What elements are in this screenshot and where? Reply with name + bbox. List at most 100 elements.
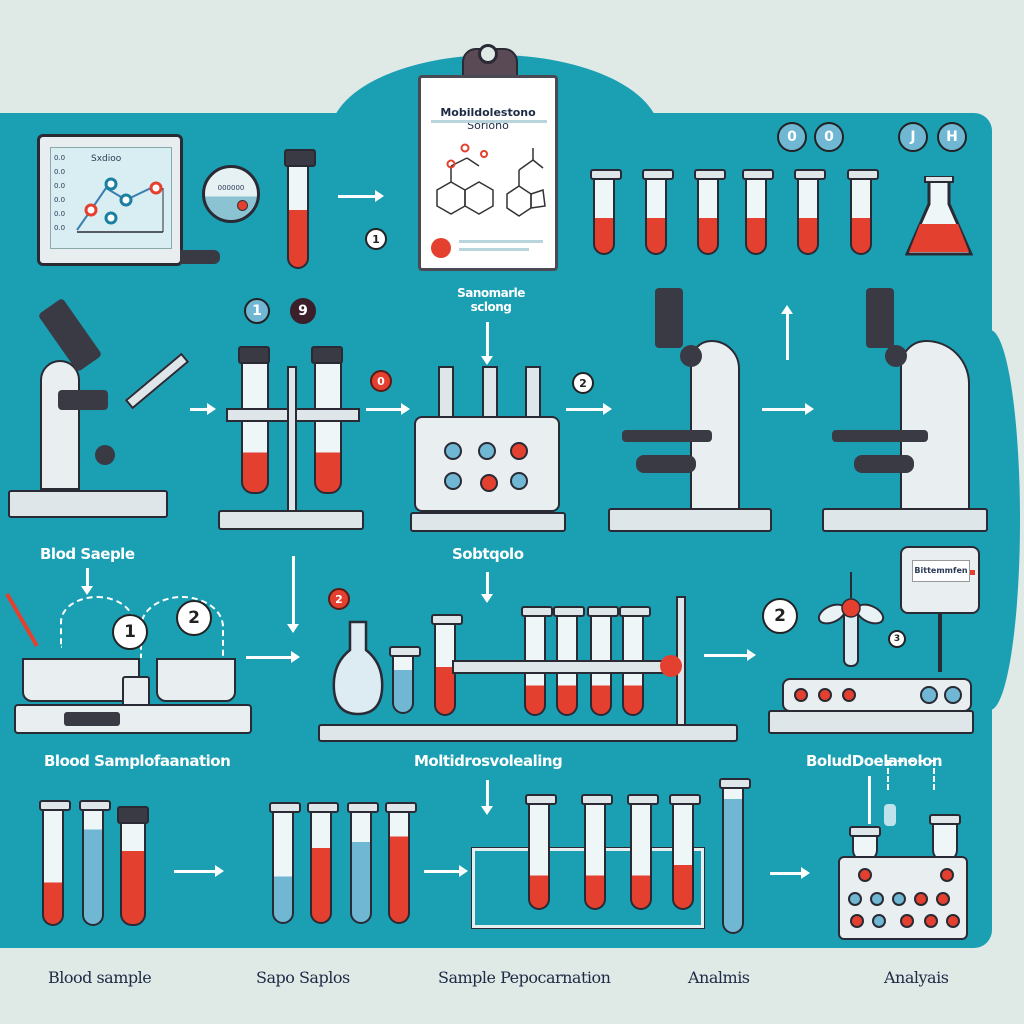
microscope-eyepiece-icon (866, 288, 894, 348)
erlenmeyer-flask-icon (905, 176, 973, 256)
microscope-arm (690, 340, 740, 510)
blood-tube (669, 794, 701, 910)
footer-label-sample-steps: Sapo Saplos (256, 968, 350, 987)
sample-tube (347, 802, 379, 924)
pipette-line (868, 776, 871, 824)
microscope-knob-icon (95, 445, 115, 465)
axis-label: 0.0 (54, 154, 66, 162)
clipboard-title: Mobildolestono Sorlono (421, 106, 555, 132)
microscope-eyepiece-icon (655, 288, 683, 348)
top-indicator-badge: 0 (777, 122, 807, 152)
arrow-right-icon (190, 403, 216, 415)
step-badge: 1 (365, 228, 387, 250)
alert-icon (431, 238, 451, 258)
sample-well (444, 442, 462, 460)
sample-dot (924, 914, 938, 928)
monitor-screen: Sxdioo 0.0 0.0 0.0 0.0 0.0 0.0 (50, 147, 172, 249)
sample-well (480, 474, 498, 492)
monitor-stand (180, 250, 220, 264)
block-base (410, 512, 566, 532)
sample-label: Sobtqolo (452, 545, 524, 563)
arrow-right-icon (174, 865, 224, 877)
clamp-icon (660, 655, 682, 677)
microscope-objective-icon (58, 390, 108, 410)
blood-sample-prep-label: Blood Samplofaanation (44, 752, 231, 770)
blood-tube (627, 794, 659, 910)
blood-tube (794, 169, 826, 255)
monitor-chart: Sxdioo 0.0 0.0 0.0 0.0 0.0 0.0 (37, 134, 183, 266)
sample-dot (936, 892, 950, 906)
indicator-light-icon (818, 688, 832, 702)
arrow-down-icon (481, 780, 493, 815)
knob-icon (920, 686, 938, 704)
blood-tube (581, 794, 613, 910)
blood-tube (238, 346, 270, 494)
sample-dot (892, 892, 906, 906)
display-stand (938, 612, 942, 672)
footer-label-analysis-2: Analyais (884, 968, 949, 987)
sample-block (414, 416, 560, 512)
blood-tube (742, 169, 774, 255)
arrow-right-icon (246, 651, 300, 663)
water-bath-bowl (156, 658, 236, 702)
microscope-knob-icon (680, 345, 702, 367)
arrow-right-icon (366, 403, 410, 415)
step-badge: 1 (244, 298, 270, 324)
sample-dot (900, 914, 914, 928)
top-indicator-badge: J (898, 122, 928, 152)
sample-dot (940, 868, 954, 882)
rack-base (218, 510, 364, 530)
text-line (459, 248, 529, 251)
status-display-device: Bittemmfen (900, 546, 980, 614)
sample-dot (850, 914, 864, 928)
sample-screening-label: Sanomarle sclong (457, 286, 525, 314)
step-badge: 1 (112, 614, 148, 650)
axis-label: 0.0 (54, 224, 66, 232)
blood-sample-label: Blod Saeple (40, 545, 135, 563)
arrow-right-icon (338, 190, 384, 202)
blood-tube (117, 806, 149, 926)
sample-well (478, 442, 496, 460)
mobile-label: Moltidrosvolealing (414, 752, 563, 770)
arrow-down-icon (81, 568, 93, 595)
arrow-right-icon (762, 403, 814, 415)
top-indicator-badge: H (937, 122, 967, 152)
axis-label: 0.0 (54, 210, 66, 218)
step-badge: 2 (176, 600, 212, 636)
dial-indicator-icon (237, 200, 248, 211)
sample-dot (946, 914, 960, 928)
step-badge: 0 (370, 370, 392, 392)
top-indicator-badge: 0 (814, 122, 844, 152)
microscope-condenser-icon (854, 455, 914, 473)
blood-tube (590, 169, 622, 255)
sample-well (444, 472, 462, 490)
blood-tube (385, 802, 417, 924)
step-badge: 2 (762, 598, 798, 634)
analyzer-base (768, 710, 974, 734)
sample-tube (389, 646, 421, 714)
footer-label-sample-preparation: Sample Pepocarnation (438, 968, 611, 987)
axis-label: 0.0 (54, 182, 66, 190)
blood-tube (39, 800, 71, 926)
monitor-title: Sxdioo (91, 154, 122, 164)
microscope-base (8, 490, 168, 518)
text-line (459, 240, 543, 243)
analyzer-device (782, 678, 972, 712)
arrow-right-icon (566, 403, 612, 415)
microscope-base (822, 508, 988, 532)
status-led-icon (970, 570, 975, 575)
indicator-light-icon (794, 688, 808, 702)
blood-tube (284, 149, 316, 269)
arrow-right-icon (770, 867, 810, 879)
microscope-arm (900, 340, 970, 510)
axis-label: 0.0 (54, 168, 66, 176)
arrow-right-icon (424, 865, 468, 877)
sample-tube (269, 802, 301, 924)
sample-dot (872, 914, 886, 928)
dropper-icon (817, 572, 885, 667)
blood-evaluation-label: BoludDoelanolon (806, 752, 943, 770)
step-badge: 9 (290, 298, 316, 324)
arrow-up-icon (781, 305, 793, 360)
knob-icon (944, 686, 962, 704)
sample-dot (914, 892, 928, 906)
